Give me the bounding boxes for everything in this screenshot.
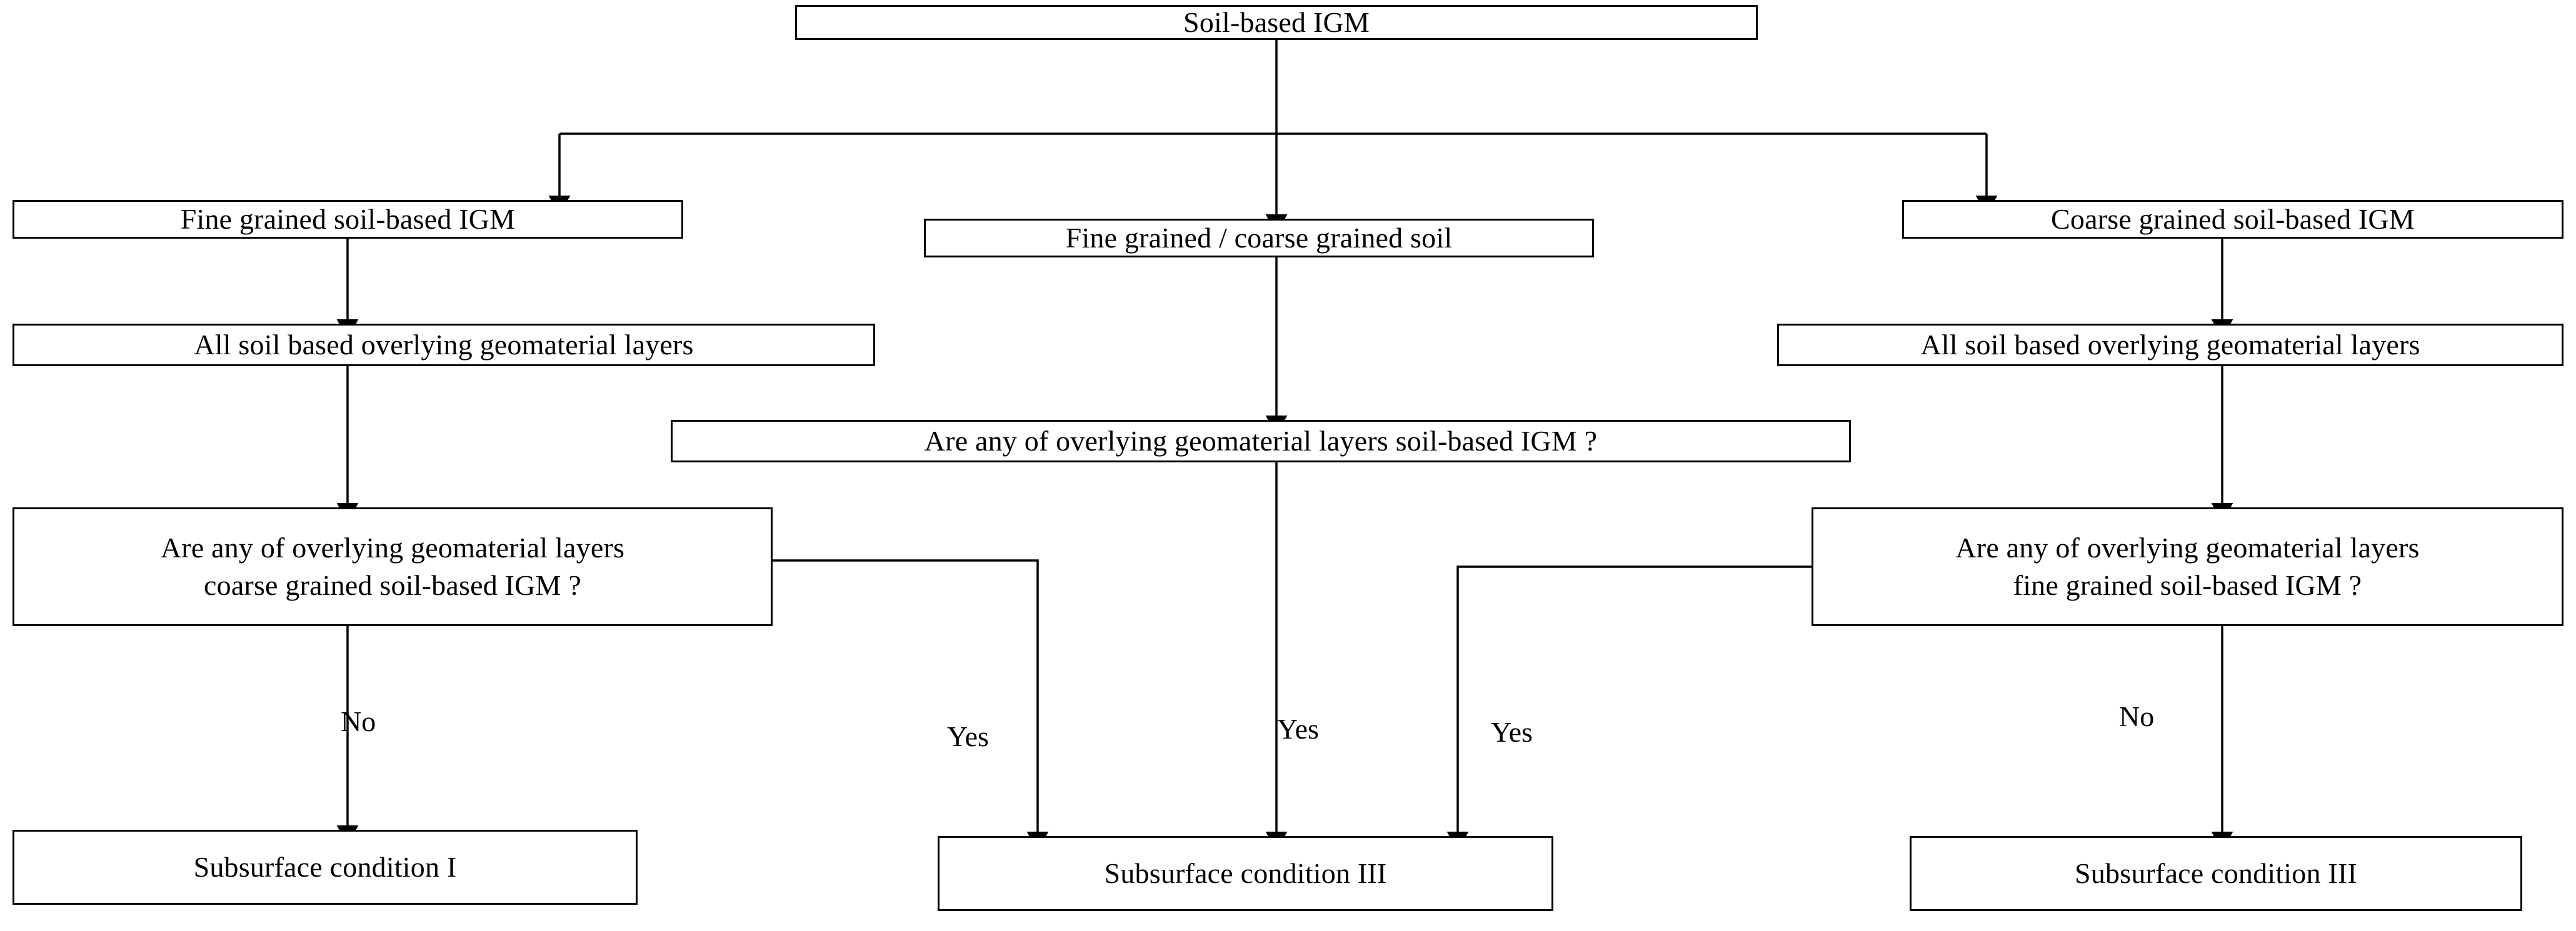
node-right-layers-label: All soil based overlying geomaterial lay…	[1920, 329, 2420, 361]
node-left-type[interactable]: Fine grained soil-based IGM	[13, 200, 683, 239]
node-left-question[interactable]: Are any of overlying geomaterial layers …	[13, 507, 773, 626]
node-out-mid[interactable]: Subsurface condition III	[938, 836, 1553, 911]
node-root-label: Soil-based IGM	[1183, 6, 1370, 39]
node-left-type-label: Fine grained soil-based IGM	[180, 203, 516, 236]
edge-label-yes-left: Yes	[947, 720, 989, 752]
node-right-type-label: Coarse grained soil-based IGM	[2051, 203, 2415, 236]
node-right-type[interactable]: Coarse grained soil-based IGM	[1902, 200, 2563, 239]
edge-label-yes-middle: Yes	[1277, 713, 1319, 745]
node-mid-question[interactable]: Are any of overlying geomaterial layers …	[671, 420, 1851, 462]
connector-left-question-to-out-mid	[773, 559, 1049, 852]
edge-label-no-left: No	[341, 705, 376, 737]
node-mid-type-label: Fine grained / coarse grained soil	[1065, 222, 1453, 254]
connector-right-question-to-out-mid	[1446, 565, 1812, 852]
node-mid-question-label: Are any of overlying geomaterial layers …	[924, 425, 1598, 457]
node-right-question-label: Are any of overlying geomaterial layers …	[1955, 532, 2420, 601]
edge-label-no-right: No	[2119, 700, 2155, 732]
node-left-layers-label: All soil based overlying geomaterial lay…	[194, 329, 694, 361]
edge-label-yes-right: Yes	[1491, 716, 1533, 748]
node-out-right-label: Subsurface condition III	[2075, 857, 2357, 890]
node-out-mid-label: Subsurface condition III	[1104, 857, 1387, 890]
node-out-left[interactable]: Subsurface condition I	[13, 830, 638, 905]
node-root[interactable]: Soil-based IGM	[795, 5, 1758, 40]
node-left-layers[interactable]: All soil based overlying geomaterial lay…	[13, 324, 875, 366]
node-out-left-label: Subsurface condition I	[193, 851, 457, 884]
node-right-question[interactable]: Are any of overlying geomaterial layers …	[1812, 507, 2563, 626]
node-out-right[interactable]: Subsurface condition III	[1910, 836, 2522, 911]
node-right-layers[interactable]: All soil based overlying geomaterial lay…	[1777, 324, 2563, 366]
node-mid-type[interactable]: Fine grained / coarse grained soil	[924, 219, 1594, 257]
node-left-question-label: Are any of overlying geomaterial layers …	[160, 532, 625, 601]
